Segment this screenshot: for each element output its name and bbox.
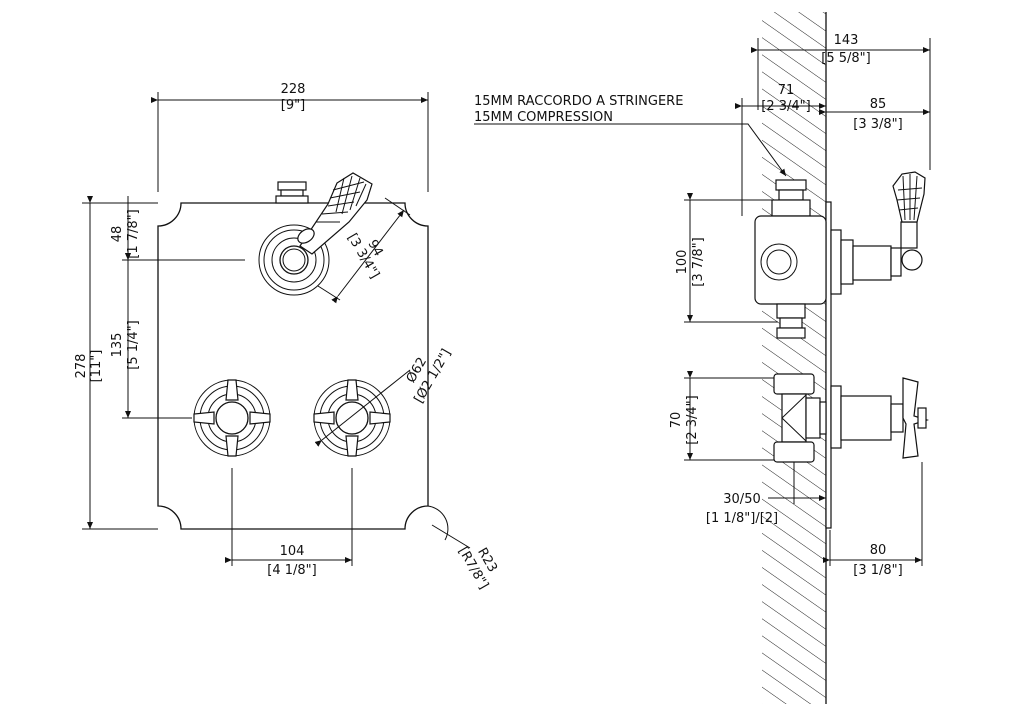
height-mm: 278	[74, 354, 89, 379]
projection-in: [3 3/8"]	[853, 117, 902, 132]
total-depth-mm: 143	[834, 33, 859, 48]
note-line1: 15MM RACCORDO A STRINGERE	[474, 94, 683, 109]
wall-depth-mm: 71	[778, 83, 795, 98]
right-valve-handle	[313, 379, 391, 457]
projection-mm: 85	[870, 97, 887, 112]
wall-section	[762, 12, 826, 704]
handle-projection-in: [3 1/8"]	[853, 563, 902, 578]
lever-mm: 94	[364, 237, 385, 259]
stop-height-in: [2 3/4"]	[685, 395, 700, 444]
plate-side	[825, 201, 832, 529]
front-view: 228 [9"] 278 [11"] 48 [1 7/8"] 135 [5 1/…	[74, 82, 500, 592]
width-mm: 228	[281, 82, 306, 97]
total-depth-in: [5 5/8"]	[821, 51, 870, 66]
spacing-h-mm: 104	[280, 544, 305, 559]
top-offset-mm: 48	[110, 226, 125, 243]
cover-plate	[157, 202, 429, 530]
note-line2: 15MM COMPRESSION	[474, 110, 613, 125]
top-offset-in: [1 7/8"]	[126, 209, 141, 258]
adjust-mm: 30/50	[723, 492, 760, 507]
spacing-v-in: [5 1/4"]	[126, 320, 141, 369]
height-in: [11"]	[89, 350, 104, 383]
top-fitting	[275, 181, 309, 204]
stop-valve	[773, 373, 930, 463]
stop-height-mm: 70	[669, 412, 684, 429]
valve-body	[754, 171, 926, 339]
handle-projection-mm: 80	[870, 543, 887, 558]
wall-depth-in: [2 3/4"]	[761, 99, 810, 114]
left-valve-handle	[193, 379, 271, 457]
width-in: [9"]	[281, 98, 305, 113]
valve-height-mm: 100	[675, 250, 690, 275]
side-view: 15MM RACCORDO A STRINGERE 15MM COMPRESSI…	[474, 12, 931, 704]
spacing-v-mm: 135	[110, 333, 125, 358]
spacing-h-in: [4 1/8"]	[267, 563, 316, 578]
adjust-in: [1 1/8"]/[2]	[706, 511, 778, 526]
valve-height-in: [3 7/8"]	[691, 237, 706, 286]
